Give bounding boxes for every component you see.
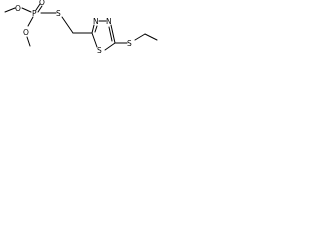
bonds bbox=[4, 3, 158, 51]
atom-labels: O P O S O S N N S bbox=[15, 0, 132, 55]
atom-n-right: N bbox=[106, 17, 112, 26]
bond-p-o-bottom bbox=[27, 16, 34, 27]
bond-ring-n3-c2-b bbox=[94, 25, 98, 33]
bond-ring-s1-c5 bbox=[104, 42, 116, 51]
atom-s-ring: S bbox=[97, 46, 102, 55]
atom-o-bottom: O bbox=[23, 28, 29, 37]
atom-s-ethyl: S bbox=[127, 39, 132, 48]
bond-ring-c5-n4-b bbox=[108, 26, 113, 42]
bond-methyl-o-top bbox=[4, 7, 16, 13]
chemical-structure: O P O S O S N N S bbox=[4, 0, 158, 55]
bond-ring-n3-c2-a bbox=[91, 24, 95, 34]
atom-s-thio: S bbox=[56, 9, 61, 18]
bond-o-top-p bbox=[21, 7, 32, 13]
bond-ring-c5-n4-a bbox=[110, 24, 116, 44]
bond-ring-c2-s1 bbox=[91, 32, 98, 48]
bond-s-ethyl-ch2 bbox=[134, 33, 146, 41]
atom-o-top: O bbox=[15, 4, 21, 13]
bond-p-o-double-a bbox=[35, 3, 41, 11]
atom-o-double: O bbox=[39, 0, 45, 7]
bond-s-ch2 bbox=[61, 16, 74, 34]
atom-p: P bbox=[32, 9, 37, 18]
bond-p-o-double-b bbox=[37, 5, 43, 13]
bond-o-bottom-methyl bbox=[26, 36, 31, 47]
bond-ethyl-ch3 bbox=[144, 33, 158, 41]
atom-n-left: N bbox=[93, 17, 99, 26]
